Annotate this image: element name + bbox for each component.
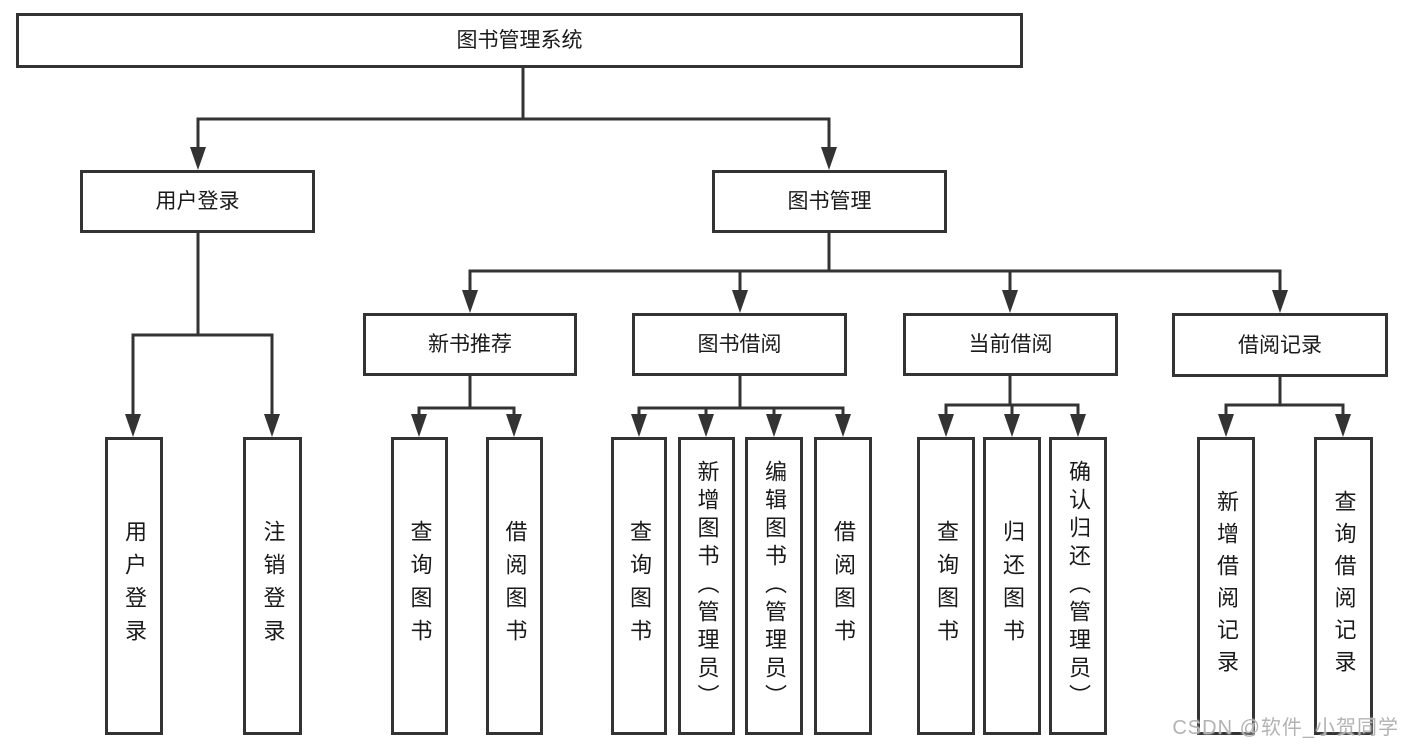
node-label: 查询图书: [627, 520, 652, 652]
leaf-logout-login: 注销登录: [243, 437, 302, 735]
node-label: 借阅图书: [831, 520, 856, 652]
node-label: 查询图书: [934, 520, 959, 652]
leaf-current-return-book: 归还图书: [983, 437, 1041, 735]
node-user-login: 用户登录: [80, 170, 315, 233]
node-label: 图书管理: [787, 190, 872, 213]
node-label: 用户登录: [155, 190, 240, 213]
node-root: 图书管理系统: [16, 13, 1023, 68]
node-label: 图书借阅: [697, 333, 782, 356]
node-label: 查询借阅记录: [1331, 490, 1357, 682]
node-label: 新增借阅记录: [1214, 490, 1239, 682]
leaf-records-query-record: 查询借阅记录: [1314, 437, 1373, 735]
node-book-management: 图书管理: [712, 170, 947, 233]
leaf-borrow-add-book-admin: 新增图书（管理员）: [678, 437, 735, 735]
leaf-borrow-edit-book-admin: 编辑图书（管理员）: [745, 437, 803, 735]
node-borrow-records: 借阅记录: [1172, 313, 1388, 377]
leaf-records-add-record: 新增借阅记录: [1197, 437, 1255, 735]
leaf-borrow-borrow-book: 借阅图书: [814, 437, 872, 735]
leaf-recommend-borrow-book: 借阅图书: [486, 437, 543, 735]
leaf-current-confirm-return-admin: 确认归还（管理员）: [1049, 437, 1107, 735]
node-label: 借阅记录: [1238, 333, 1322, 357]
node-label: 归还图书: [1000, 520, 1025, 652]
node-book-borrow: 图书借阅: [632, 313, 847, 376]
node-label: 用户登录: [122, 520, 147, 652]
node-current-borrow: 当前借阅: [903, 313, 1118, 376]
node-label: 新书推荐: [428, 333, 512, 356]
node-label: 确认归还（管理员）: [1066, 460, 1091, 712]
node-label: 图书管理系统: [456, 29, 583, 52]
node-label: 借阅图书: [502, 520, 528, 652]
node-label: 编辑图书（管理员）: [762, 460, 787, 712]
csdn-watermark: CSDN @软件_小贺同学: [1172, 717, 1399, 739]
leaf-borrow-query-book: 查询图书: [611, 437, 667, 735]
leaf-user-login: 用户登录: [105, 437, 163, 735]
node-label: 注销登录: [260, 520, 286, 652]
arrowheads: [125, 147, 1351, 437]
node-label: 新增图书（管理员）: [694, 460, 720, 712]
leaf-recommend-query-book: 查询图书: [391, 437, 448, 735]
leaf-current-query-book: 查询图书: [917, 437, 975, 735]
node-label: 当前借阅: [968, 333, 1053, 356]
node-new-book-recommend: 新书推荐: [363, 313, 577, 376]
node-label: 查询图书: [407, 520, 433, 652]
